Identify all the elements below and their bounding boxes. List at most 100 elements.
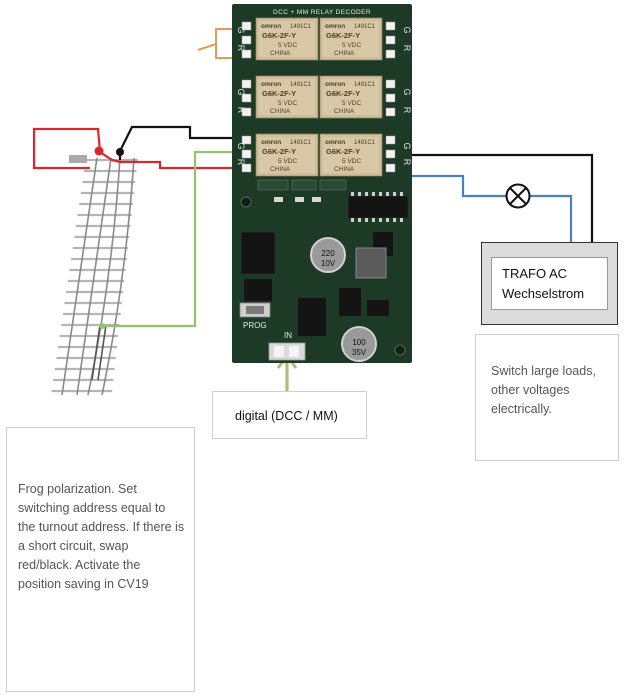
red-wire	[32, 127, 250, 170]
relay-voltage: 5 VDC	[278, 158, 297, 165]
relay-model: G6K-2F-Y	[326, 89, 360, 98]
svg-text:10V: 10V	[321, 259, 336, 268]
capacitor-small: 100 35V	[341, 326, 377, 362]
terminal-label: R	[402, 107, 412, 114]
terminal-pad	[385, 149, 396, 159]
relay-origin: CHINA	[270, 108, 291, 115]
terminal-label: G	[236, 88, 246, 95]
terminal-pad	[385, 163, 396, 173]
terminal-pad	[385, 135, 396, 145]
blue-wire-after-lamp	[530, 194, 573, 244]
black-wire-rail	[118, 125, 250, 160]
prog-label: PROG	[243, 321, 267, 330]
relay-code: 1491C1	[354, 24, 376, 30]
switch-loads-note: Switch large loads, other voltages elect…	[475, 334, 619, 461]
green-wire-terminal	[99, 323, 105, 329]
terminal-label: G	[236, 26, 246, 33]
led-row	[257, 179, 347, 202]
terminal-pad	[241, 135, 252, 145]
rectifier	[355, 247, 387, 279]
terminal-label: R	[236, 159, 246, 166]
track-rails	[61, 157, 135, 396]
terminal-pad	[385, 21, 396, 31]
driver-ic	[347, 192, 409, 222]
terminal-label: G	[402, 142, 412, 149]
mount-hole	[240, 196, 252, 208]
svg-text:100: 100	[352, 338, 366, 347]
relay-brand: omron	[325, 139, 345, 146]
terminal-pad	[385, 93, 396, 103]
green-wire	[102, 150, 250, 328]
terminal-pad	[385, 107, 396, 117]
frog-polarization-text: Frog polarization. Set switching address…	[18, 482, 185, 591]
regulator-ic	[244, 232, 393, 336]
relay-origin: CHINA	[334, 50, 355, 57]
turnout-track	[51, 155, 138, 396]
terminal-pad	[241, 93, 252, 103]
input-connector	[268, 342, 306, 361]
prog-button	[239, 302, 271, 318]
digital-input-text: digital (DCC / MM)	[235, 409, 338, 423]
relay-code: 1491C1	[354, 82, 376, 88]
terminal-pad	[241, 35, 252, 45]
terminal-label: R	[236, 45, 246, 52]
terminal-pad	[241, 49, 252, 59]
mount-hole	[394, 344, 406, 356]
black-wire-trafo	[396, 153, 594, 244]
relay-origin: CHINA	[334, 166, 355, 173]
frog-polarization-note: Frog polarization. Set switching address…	[6, 427, 195, 692]
relay-model: G6K-2F-Y	[326, 31, 360, 40]
transformer: TRAFO AC Wechselstrom	[481, 242, 618, 325]
terminal-pad	[385, 35, 396, 45]
transformer-line-2: Wechselstrom	[502, 286, 585, 301]
switch-loads-text: Switch large loads, other voltages elect…	[491, 364, 596, 416]
transformer-label: TRAFO AC Wechselstrom	[491, 257, 608, 310]
relay-model: G6K-2F-Y	[326, 147, 360, 156]
relay-origin: CHINA	[270, 166, 291, 173]
blue-wire	[396, 174, 506, 198]
relay-model: G6K-2F-Y	[262, 31, 296, 40]
relay-model: G6K-2F-Y	[262, 89, 296, 98]
relay-voltage: 5 VDC	[278, 42, 297, 49]
svg-text:35V: 35V	[352, 348, 367, 357]
digital-input-label: digital (DCC / MM)	[212, 391, 367, 439]
terminal-label: R	[236, 107, 246, 114]
left-terminals: G R G R G R	[236, 21, 252, 173]
in-label: IN	[284, 331, 292, 340]
terminal-pad	[241, 163, 252, 173]
microcontroller-ic	[240, 231, 276, 275]
relay-code: 1491C1	[354, 140, 376, 146]
terminal-pad	[241, 107, 252, 117]
relay-brand: omron	[261, 23, 281, 30]
terminal-pad	[241, 79, 252, 89]
relay-code: 1491C1	[290, 82, 312, 88]
turnout-motor-pad	[69, 155, 87, 163]
terminal-pad	[241, 21, 252, 31]
terminal-pad	[241, 149, 252, 159]
relay-voltage: 5 VDC	[342, 100, 361, 107]
terminal-label: G	[236, 142, 246, 149]
red-wire-terminal	[94, 146, 104, 156]
relay-voltage: 5 VDC	[342, 42, 361, 49]
relay-code: 1491C1	[290, 24, 312, 30]
transformer-line-1: TRAFO AC	[502, 266, 568, 281]
relay-code: 1491C1	[290, 140, 312, 146]
relay-origin: CHINA	[270, 50, 291, 57]
terminal-label: R	[402, 45, 412, 52]
terminal-label: G	[402, 26, 412, 33]
capacitor-large: 220 10V	[310, 237, 346, 273]
relay-origin: CHINA	[334, 108, 355, 115]
terminal-pad	[385, 79, 396, 89]
terminal-pad	[385, 49, 396, 59]
relay-brand: omron	[261, 81, 281, 88]
relay-voltage: 5 VDC	[278, 100, 297, 107]
